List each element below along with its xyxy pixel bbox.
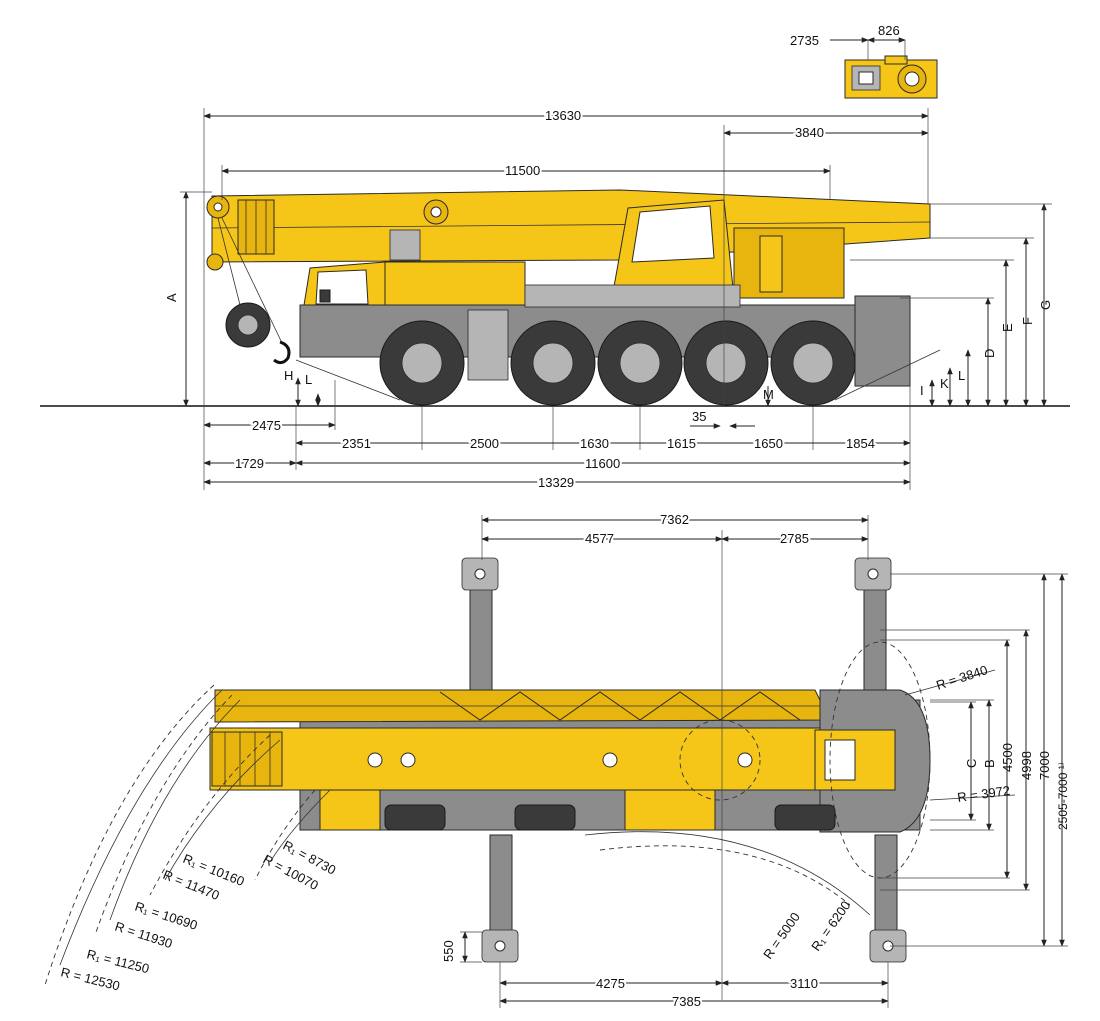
dim-7385: 7385	[672, 994, 701, 1009]
dim-1650: 1650	[754, 436, 783, 451]
dim-1854: 1854	[846, 436, 875, 451]
carrier-body	[384, 261, 526, 311]
dim-3110: 3110	[790, 976, 818, 991]
crane-cab	[611, 199, 845, 299]
dim-826: 826	[878, 23, 900, 38]
boom-top	[209, 727, 921, 791]
radius-6200: R₁ = 6200	[808, 898, 853, 954]
label-D: D	[982, 349, 997, 358]
radius-5000: R = 5000	[760, 910, 803, 962]
dim-2785: 2785	[780, 531, 809, 546]
dim-11500: 11500	[505, 163, 540, 178]
dim-1630: 1630	[580, 436, 609, 451]
label-C: C	[964, 759, 979, 768]
dim-7362: 7362	[660, 512, 689, 527]
dim-2505-7000: 2505-7000 ¹⁾	[1056, 762, 1070, 830]
dim-13329: 13329	[538, 475, 574, 490]
label-L-rear: L	[958, 368, 965, 383]
dim-35: 35	[692, 409, 706, 424]
top-view: 7362 4577 2785 4275 3110 7385 550 C B 45…	[44, 510, 1070, 1011]
dim-2475: 2475	[252, 418, 281, 433]
dim-7000: 7000	[1037, 751, 1052, 780]
label-E: E	[1000, 323, 1015, 332]
label-A: A	[164, 293, 179, 302]
dim-4577: 4577	[585, 531, 614, 546]
dim-2351: 2351	[342, 436, 371, 451]
hook-block	[217, 217, 291, 365]
outriggers	[461, 557, 907, 963]
side-view: 2735 826 13630 3840 11500 2475 2351 2500…	[40, 23, 1070, 492]
label-I: I	[920, 383, 924, 398]
radius-3840: R = 3840	[934, 662, 989, 693]
dim-2735: 2735	[790, 33, 819, 48]
label-M: M	[763, 387, 774, 402]
dim-4500: 4500	[1000, 743, 1015, 772]
label-F: F	[1020, 317, 1035, 325]
tail-swing-arcs	[44, 684, 331, 986]
dim-1729: 1729	[235, 456, 264, 471]
wheels	[379, 320, 856, 406]
end-view-thumbnail	[830, 37, 938, 99]
swing-r-12530: R = 12530	[59, 964, 121, 993]
label-L-front: L	[305, 372, 312, 387]
swing-r-11930: R = 11930	[113, 919, 174, 952]
dim-13630: 13630	[545, 108, 581, 123]
folding-jib	[214, 689, 831, 723]
label-B: B	[982, 759, 997, 768]
dim-4275: 4275	[596, 976, 625, 991]
label-G: G	[1038, 300, 1053, 310]
dim-550: 550	[441, 940, 456, 962]
dim-2500: 2500	[470, 436, 499, 451]
dim-1615: 1615	[667, 436, 696, 451]
dim-11600: 11600	[585, 456, 620, 471]
radius-3972: R = 3972	[956, 783, 1011, 805]
label-K: K	[940, 376, 949, 391]
dim-3840-side: 3840	[795, 125, 824, 140]
dim-4998: 4998	[1019, 751, 1034, 780]
label-H: H	[284, 368, 293, 383]
